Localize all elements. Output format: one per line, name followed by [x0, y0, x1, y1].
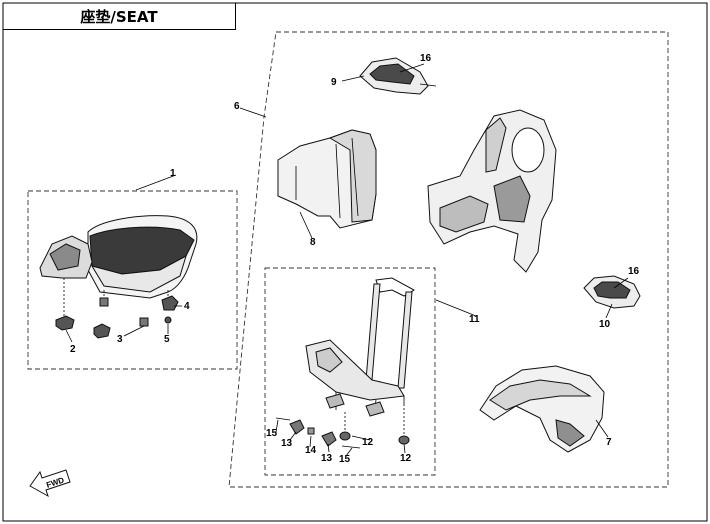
callout-3: 3	[117, 334, 123, 345]
page-title: 座垫/SEAT	[3, 3, 236, 30]
seat-nut-part	[99, 297, 149, 327]
seat-bracket-part	[55, 315, 111, 339]
callout-6: 6	[234, 101, 240, 112]
callout-12-b: 12	[400, 453, 412, 464]
callout-13-b: 13	[321, 453, 333, 464]
callout-14: 14	[305, 445, 317, 456]
seat-frame-part	[305, 277, 416, 417]
callout-leaders	[65, 63, 629, 457]
top-handle-part	[359, 57, 429, 95]
side-handle-part	[583, 275, 641, 309]
frame-spacer-part	[307, 427, 315, 435]
callout-7: 7	[606, 437, 612, 448]
callout-2: 2	[70, 344, 76, 355]
callout-16-b: 16	[628, 266, 640, 277]
callout-11: 11	[469, 314, 480, 325]
backrest-shell-part	[427, 109, 557, 273]
seat-clip-part	[161, 295, 179, 324]
backrest-assembly-group	[228, 31, 669, 488]
seat-cushion-part	[39, 215, 198, 299]
callout-1: 1	[170, 168, 176, 179]
callout-8: 8	[310, 237, 316, 248]
callout-13-a: 13	[281, 438, 293, 449]
callout-4: 4	[184, 301, 190, 312]
forward-arrow-icon: FWD	[29, 469, 71, 498]
frame-assembly-group	[264, 267, 436, 476]
lower-back-cover-part	[479, 365, 605, 453]
frame-bolt-part	[275, 417, 361, 449]
callout-15-b: 15	[339, 454, 351, 465]
callout-15-a: 15	[266, 428, 278, 439]
seat-assembly-group	[27, 190, 238, 370]
frame-clamp-part	[289, 419, 337, 447]
callout-12-a: 12	[362, 437, 374, 448]
callout-5: 5	[164, 334, 170, 345]
callout-labels: 1 2 3 4 5 6 7 8 9 10 11 12 12 13 13 14 1…	[70, 53, 640, 465]
callout-16-a: 16	[420, 53, 432, 64]
callout-10: 10	[599, 319, 611, 330]
backrest-cushion-part	[277, 129, 377, 229]
callout-9: 9	[331, 77, 337, 88]
